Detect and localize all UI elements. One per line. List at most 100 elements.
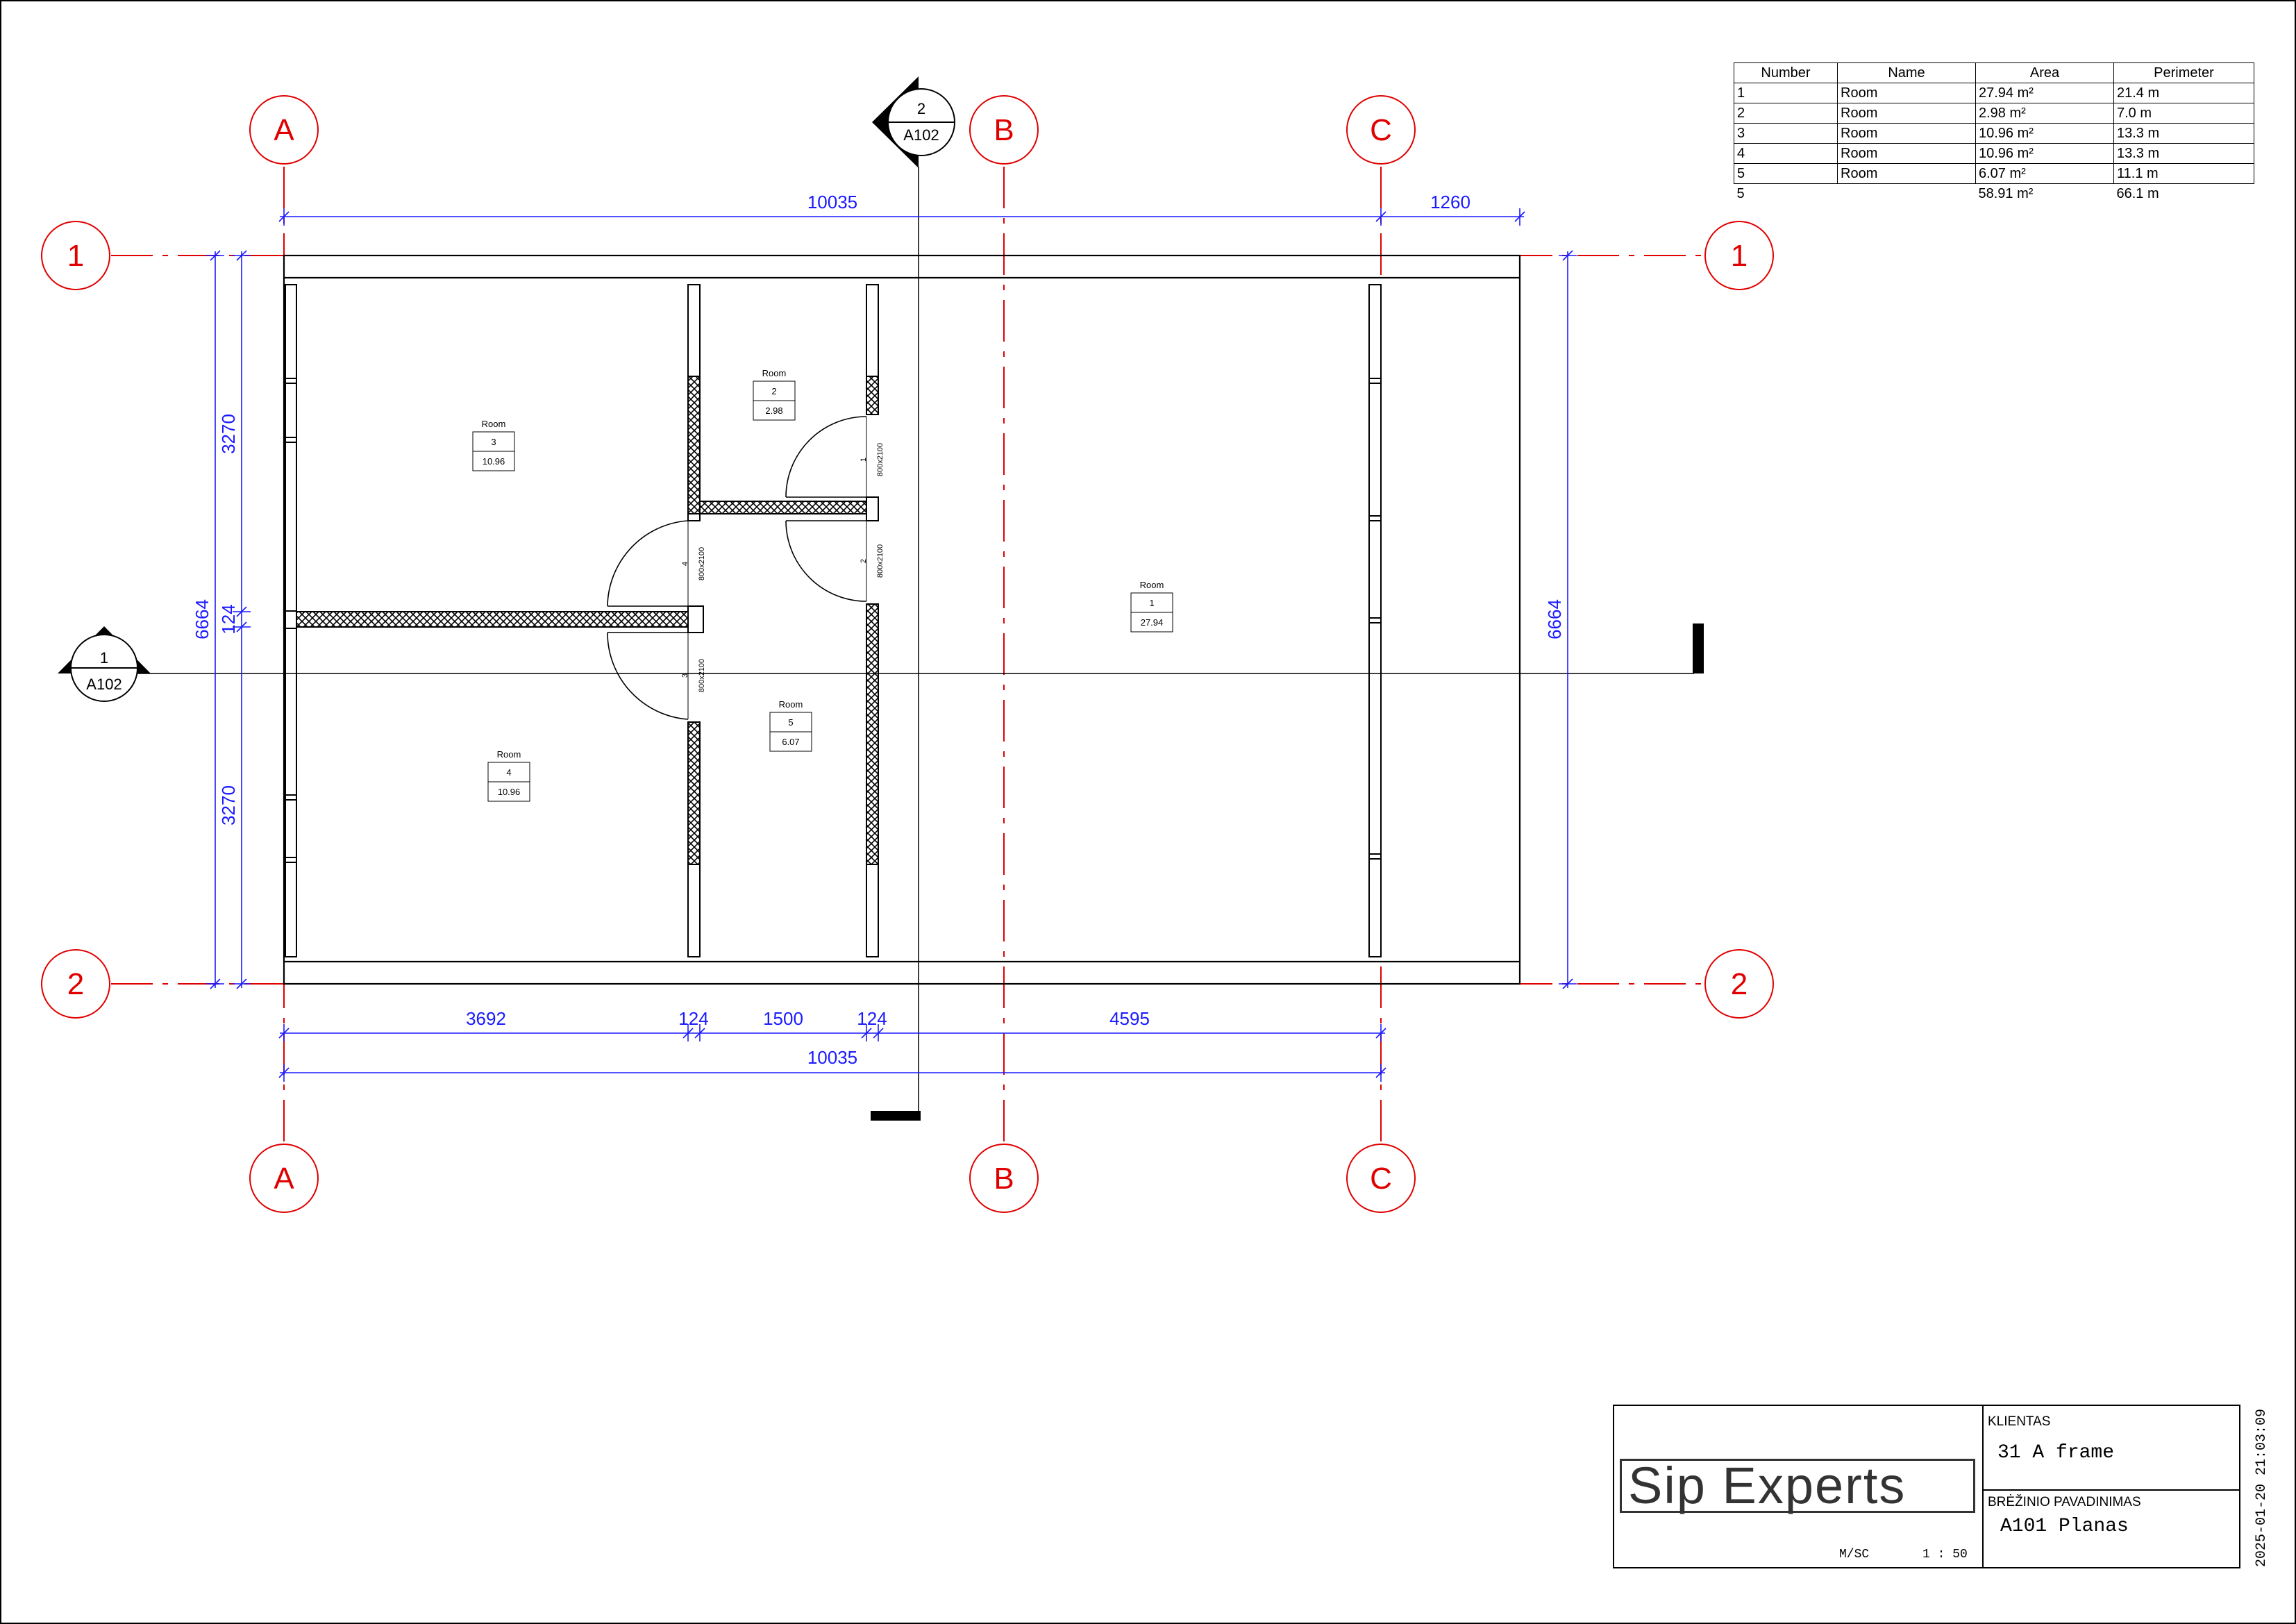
title-block-divider-top-right bbox=[1982, 1412, 2240, 1413]
schedule-cell-area: 10.96 m² bbox=[1975, 123, 2114, 144]
section-1-end-mark bbox=[1693, 623, 1704, 673]
dim-bottom-segment: 124 bbox=[857, 1008, 887, 1029]
room-number: 5 bbox=[788, 717, 793, 728]
dim-left-lower: 3270 bbox=[218, 785, 239, 826]
door-3[interactable]: 3 800x2100 bbox=[607, 632, 706, 720]
wall-x1000-lower-hatched bbox=[687, 721, 701, 865]
wall-room2-room5 bbox=[699, 501, 867, 514]
section-marker-2[interactable]: 2 A102 bbox=[872, 76, 955, 168]
grid-bubble-a-bottom[interactable]: A bbox=[249, 1144, 319, 1213]
schedule-header-row: Number Name Area Perimeter bbox=[1734, 62, 2254, 83]
room-area: 6.07 bbox=[782, 737, 799, 747]
logo-frame bbox=[1620, 1459, 1975, 1513]
section-marker-1[interactable]: 1 A102 bbox=[58, 626, 151, 702]
room-name: Room bbox=[1140, 580, 1164, 590]
grid-bubble-c-bottom[interactable]: C bbox=[1346, 1144, 1416, 1213]
section-sheet: A102 bbox=[86, 676, 121, 693]
title-block-divider-middle bbox=[1982, 1489, 2240, 1491]
room-number: 4 bbox=[506, 767, 511, 778]
schedule-cell-perimeter: 13.3 m bbox=[2113, 143, 2254, 164]
grid-bubble-b-top[interactable]: B bbox=[969, 95, 1039, 165]
door-size: 800x2100 bbox=[698, 547, 706, 580]
schedule-cell-name: Room bbox=[1837, 143, 1976, 164]
schedule-header-name: Name bbox=[1837, 62, 1976, 83]
dim-left-upper: 3270 bbox=[218, 414, 239, 454]
schedule-cell-name: Room bbox=[1837, 103, 1976, 124]
section-number: 2 bbox=[917, 100, 925, 117]
grid-bubble-b-bottom[interactable]: B bbox=[969, 1144, 1039, 1213]
building-outline bbox=[283, 254, 1521, 985]
dim-left-total: 6664 bbox=[192, 599, 212, 639]
schedule-total-count: 5 bbox=[1736, 186, 1745, 201]
dim-top-extension: 1260 bbox=[1430, 192, 1470, 212]
schedule-cell-name: Room bbox=[1837, 163, 1976, 184]
dim-bottom-segment: 4595 bbox=[1109, 1008, 1150, 1029]
dimension-texts: 10035 1260 6664 3270 124 3270 6664 3692 … bbox=[192, 192, 1565, 1068]
room-name: Room bbox=[497, 749, 521, 760]
grid-bubble-a-top[interactable]: A bbox=[249, 95, 319, 165]
room-tag-5[interactable]: Room 5 6.07 bbox=[769, 699, 812, 752]
schedule-cell-number: 1 bbox=[1734, 83, 1838, 103]
wall-x1257-stub bbox=[866, 496, 879, 521]
door-number: 2 bbox=[860, 559, 868, 563]
grid-bubble-1-left[interactable]: 1 bbox=[41, 221, 110, 290]
grid-bubble-2-right[interactable]: 2 bbox=[1704, 949, 1774, 1019]
room-tag-1[interactable]: Room 1 27.94 bbox=[1130, 580, 1173, 633]
grid-bubble-2-left[interactable]: 2 bbox=[41, 949, 110, 1019]
grid-bubble-1-right[interactable]: 1 bbox=[1704, 221, 1774, 290]
title-block-timestamp: 2025-01-20 21:03:09 bbox=[2254, 1409, 2270, 1567]
wall-x1257-top-plain bbox=[866, 284, 879, 377]
schedule-total-blank bbox=[1838, 184, 1976, 204]
grid-label: C bbox=[1370, 113, 1392, 147]
schedule-cell-perimeter: 13.3 m bbox=[2113, 123, 2254, 144]
door-1[interactable]: 1 800x2100 bbox=[785, 416, 885, 498]
door-number: 4 bbox=[681, 562, 689, 566]
dim-bottom-segment: 3692 bbox=[466, 1008, 506, 1029]
room-area: 2.98 bbox=[765, 405, 782, 416]
grid-label: A bbox=[274, 1162, 294, 1196]
door-number: 3 bbox=[681, 673, 689, 678]
door-4[interactable]: 4 800x2100 bbox=[607, 520, 706, 607]
section-sheet: A102 bbox=[903, 126, 939, 144]
schedule-cell-number: 2 bbox=[1734, 103, 1838, 124]
grid-label: C bbox=[1370, 1162, 1392, 1196]
door-size: 800x2100 bbox=[876, 443, 885, 476]
wall-stub-x1000-low bbox=[687, 513, 701, 521]
schedule-cell-perimeter: 21.4 m bbox=[2113, 83, 2254, 103]
room-tag-4[interactable]: Room 4 10.96 bbox=[487, 749, 530, 802]
title-block-divider-vertical bbox=[1982, 1406, 1984, 1567]
scale-value: 1 : 50 bbox=[1922, 1548, 1968, 1562]
client-label: KLIENTAS bbox=[1988, 1414, 2051, 1429]
schedule-cell-name: Room bbox=[1837, 123, 1976, 144]
drawing-name-label: BRĖŽINIO PAVADINIMAS bbox=[1988, 1495, 2141, 1509]
door-size: 800x2100 bbox=[876, 544, 885, 578]
schedule-cell-perimeter: 11.1 m bbox=[2113, 163, 2254, 184]
wall-x1257-top-hatched bbox=[866, 376, 879, 415]
wall-x1257-lower-plain bbox=[866, 864, 879, 957]
section-number: 1 bbox=[100, 649, 108, 667]
room-area: 27.94 bbox=[1141, 617, 1164, 628]
door-2[interactable]: 2 800x2100 bbox=[785, 520, 885, 602]
schedule-cell-number: 5 bbox=[1734, 163, 1838, 184]
room-tag-3[interactable]: Room 3 10.96 bbox=[472, 419, 515, 471]
room-number: 3 bbox=[491, 437, 496, 447]
wall-x1000-lower-plain bbox=[687, 864, 701, 957]
schedule-cell-area: 10.96 m² bbox=[1975, 143, 2114, 164]
schedule-cell-perimeter: 7.0 m bbox=[2113, 103, 2254, 124]
drawing-name-value: A101 Planas bbox=[2000, 1516, 2129, 1537]
room-tag-2[interactable]: Room 2 2.98 bbox=[753, 368, 796, 421]
schedule-header-area: Area bbox=[1975, 62, 2114, 83]
grid-bubble-c-top[interactable]: C bbox=[1346, 95, 1416, 165]
schedule-total-perimeter: 66.1 m bbox=[2116, 186, 2159, 201]
section-lines bbox=[135, 167, 1694, 1111]
grid-label: A bbox=[274, 113, 294, 147]
room-number: 2 bbox=[771, 386, 776, 396]
